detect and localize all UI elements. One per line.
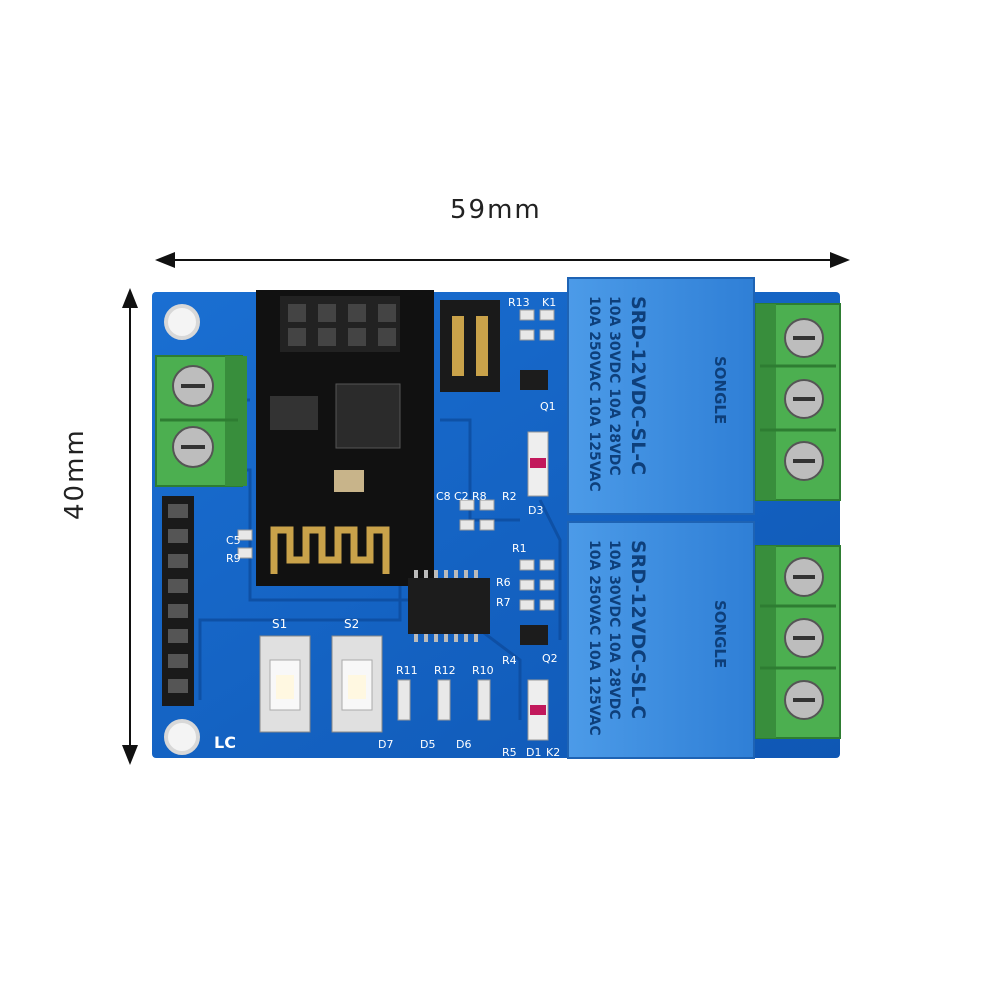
relay-bottom-rating2: 10A 30VDC 10A 28VDC: [606, 540, 622, 720]
label-c2: C2: [454, 490, 469, 503]
relay-top-rating1: 10A 250VAC 10A 125VAC: [586, 296, 602, 492]
label-d7: D7: [378, 738, 393, 751]
pin-header: [162, 496, 194, 706]
label-r4: R4: [502, 654, 517, 667]
ic-pins: [414, 570, 478, 642]
relay-top-model: SRD-12VDC-SL-C: [627, 296, 649, 475]
label-c5: C5: [226, 534, 241, 547]
label-r12: R12: [434, 664, 456, 677]
diode-band: [530, 458, 546, 468]
pcb-traces: [198, 398, 562, 720]
label-d3: D3: [528, 504, 543, 517]
label-r7: R7: [496, 596, 511, 609]
mounting-hole: [164, 719, 200, 755]
push-button-s1: [259, 635, 311, 733]
screw-terminal-right-bottom: [755, 545, 841, 739]
label-r13: R13: [508, 296, 530, 309]
label-q2: Q2: [542, 652, 558, 665]
label-d6: D6: [456, 738, 471, 751]
label-k1: K1: [542, 296, 556, 309]
label-r9: R9: [226, 552, 241, 565]
board-marking: LC: [214, 733, 236, 752]
relay-top-brand: SONGLE: [711, 356, 729, 424]
label-s2: S2: [344, 617, 359, 631]
label-r8: R8: [472, 490, 487, 503]
transistor: [520, 370, 548, 390]
label-d1: D1: [526, 746, 541, 759]
label-r2: R2: [502, 490, 517, 503]
label-r5: R5: [502, 746, 517, 759]
label-k2: K2: [546, 746, 560, 759]
label-r1: R1: [512, 542, 527, 555]
relay-top: 10A 250VAC 10A 125VAC 10A 30VDC 10A 28VD…: [567, 277, 755, 515]
relay-bottom-rating1: 10A 250VAC 10A 125VAC: [586, 540, 602, 736]
label-r11: R11: [396, 664, 418, 677]
relay-bottom-brand: SONGLE: [711, 600, 729, 668]
jumper-header: [440, 300, 500, 392]
push-button-s2: [331, 635, 383, 733]
label-r6: R6: [496, 576, 511, 589]
screw-terminal-right-top: [755, 303, 841, 501]
diode-band: [530, 705, 546, 715]
screw-terminal-left: [155, 355, 247, 487]
label-c8: C8: [436, 490, 451, 503]
relay-top-rating2: 10A 30VDC 10A 28VDC: [606, 296, 622, 476]
label-q1: Q1: [540, 400, 556, 413]
width-dimension-label: 59mm: [450, 195, 542, 225]
relay-bottom-model: SRD-12VDC-SL-C: [627, 540, 649, 719]
relay-bottom: 10A 250VAC 10A 125VAC 10A 30VDC 10A 28VD…: [567, 521, 755, 759]
ic-chip: [408, 578, 490, 634]
transistor: [520, 625, 548, 645]
mounting-hole: [164, 304, 200, 340]
wifi-module: [256, 290, 434, 586]
label-s1: S1: [272, 617, 287, 631]
label-d5: D5: [420, 738, 435, 751]
label-r10: R10: [472, 664, 494, 677]
smd-components: [237, 309, 555, 721]
